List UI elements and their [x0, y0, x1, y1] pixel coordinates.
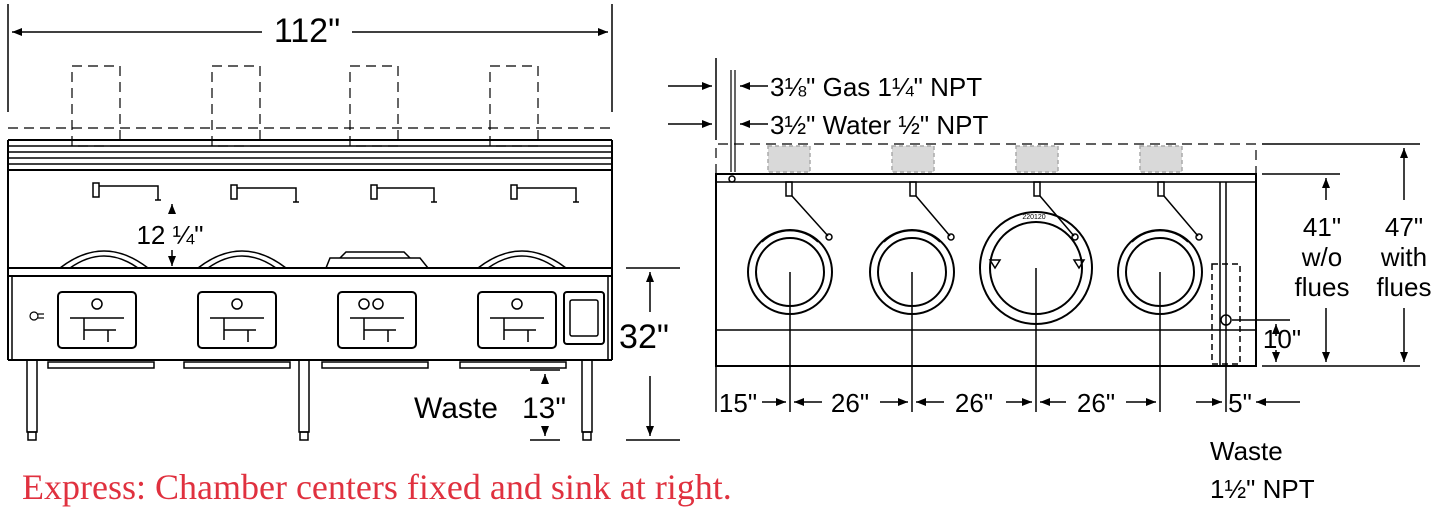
side-faucet-2	[909, 181, 955, 241]
waste-height-label: 13"	[522, 392, 566, 425]
front-view	[7, 4, 680, 441]
spacing-label-2: 26"	[831, 388, 869, 418]
height-with-flues-label: 47"	[1385, 212, 1423, 242]
front-waste-label: Waste	[414, 392, 498, 425]
spacing-label-1: 15"	[719, 388, 757, 418]
sink-door	[563, 291, 605, 345]
control-panel-4	[477, 291, 557, 349]
control-panel-1	[57, 291, 137, 349]
spacing-label-3: 26"	[955, 388, 993, 418]
control-panel-3	[337, 291, 417, 349]
height-without-flues-label: 41"	[1303, 212, 1341, 242]
chamber-marking: 220120	[1022, 214, 1045, 221]
flue-outlines	[8, 65, 612, 147]
stock-burner	[325, 251, 429, 269]
side-faucet-1	[785, 181, 833, 241]
faucet-1	[92, 182, 161, 201]
height-with-flues-note-1: with	[1380, 242, 1427, 272]
side-waste-size-label: 1½" NPT	[1210, 474, 1315, 504]
control-panel-2	[197, 291, 277, 349]
side-waste-label: Waste	[1210, 436, 1283, 466]
height-without-flues-note-1: w/o	[1301, 242, 1342, 272]
spacing-label-4: 26"	[1077, 388, 1115, 418]
wok-burner-1	[59, 250, 149, 269]
sink-height-label: 10"	[1263, 324, 1301, 354]
caption: Express: Chamber centers fixed and sink …	[22, 467, 732, 507]
side-faucet-4	[1157, 181, 1203, 241]
legs	[26, 359, 593, 441]
faucet-2	[230, 184, 299, 203]
wok-burner-3	[477, 250, 567, 269]
burner-spacing-label: 12 ¼"	[136, 220, 203, 250]
overall-height-label: 32"	[619, 318, 669, 356]
side-faucet-3	[1033, 181, 1079, 241]
faucet-4	[510, 184, 579, 203]
side-view	[668, 58, 1420, 412]
gas-icon	[29, 311, 44, 321]
spacing-label-5: 5"	[1228, 388, 1252, 418]
height-without-flues-note-2: flues	[1295, 272, 1350, 302]
height-with-flues-note-2: flues	[1377, 272, 1432, 302]
faucet-3	[370, 184, 437, 203]
gas-connection-label: 3⅛" Gas 1¼" NPT	[770, 72, 982, 102]
water-connection-label: 3½" Water ½" NPT	[770, 110, 988, 140]
overall-width-label: 112"	[274, 12, 340, 50]
wok-burner-2	[197, 250, 287, 269]
